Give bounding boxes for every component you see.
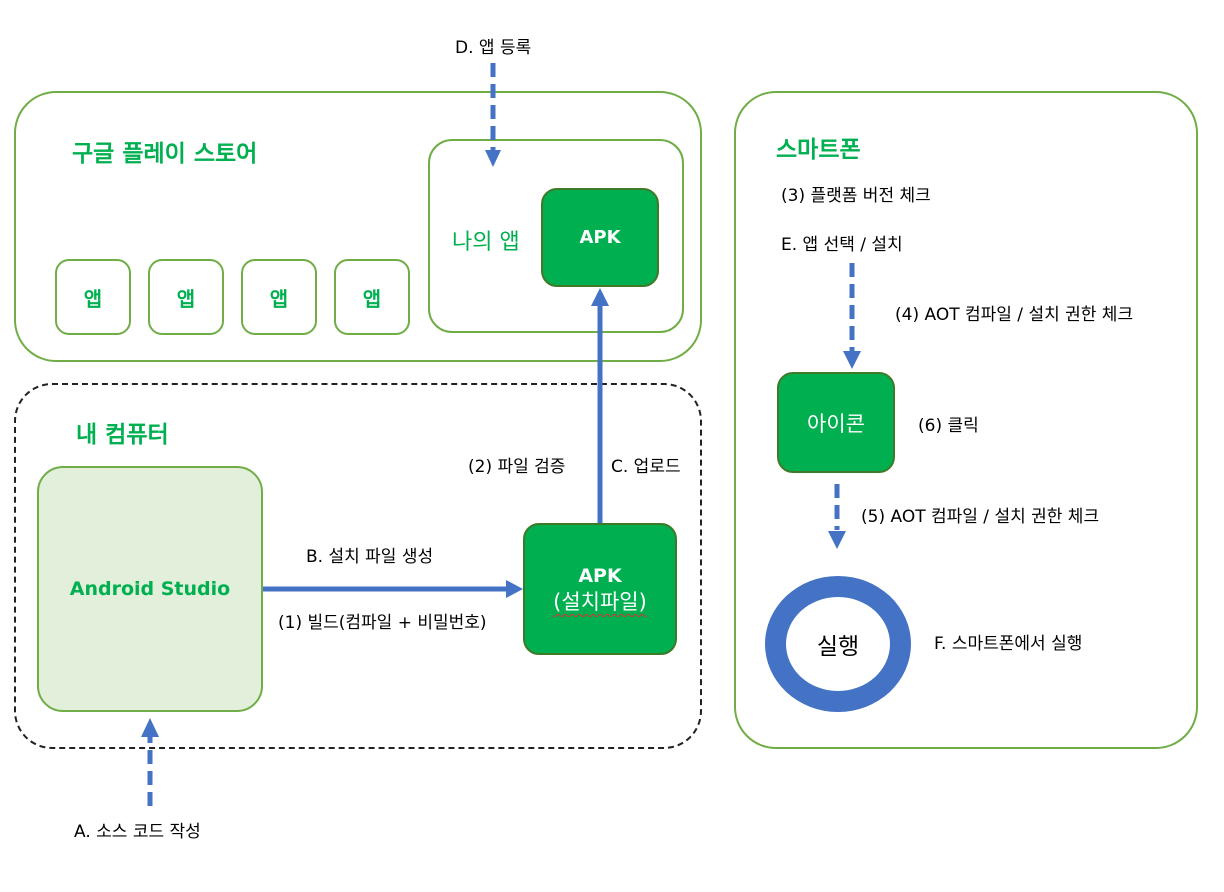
arrow-run: [828, 484, 846, 549]
arrow-build: [263, 580, 523, 598]
step-a-label: A. 소스 코드 작성: [74, 822, 201, 842]
my-computer-title: 내 컴퓨터: [76, 422, 169, 448]
step-platform-label: (3) 플랫폼 버전 체크: [781, 186, 931, 206]
android-studio-label: Android Studio: [69, 578, 231, 600]
arrow-install: [843, 263, 861, 369]
step-verify-label: (2) 파일 검증: [468, 457, 566, 477]
computer-apk-sublabel: (설치파일): [553, 590, 647, 614]
android-studio-box[interactable]: Android Studio: [37, 466, 263, 712]
store-app-4[interactable]: 앱: [334, 259, 410, 335]
app-icon-box[interactable]: 아이콘: [777, 372, 895, 473]
computer-apk-box[interactable]: APK (설치파일): [523, 523, 677, 655]
smartphone-title: 스마트폰: [776, 137, 861, 163]
computer-apk-label: APK: [578, 565, 622, 587]
store-apk-box[interactable]: APK: [541, 188, 659, 287]
arrow-source-code: [141, 718, 159, 806]
step-build-label: (1) 빌드(컴파일 + 비밀번호): [278, 613, 487, 633]
play-store-panel: [14, 91, 702, 362]
my-app-label: 나의 앱: [452, 230, 520, 255]
step-aot4-label: (4) AOT 컴파일 / 설치 권한 체크: [895, 305, 1134, 325]
play-store-title: 구글 플레이 스토어: [72, 141, 258, 167]
app-icon-label: 아이콘: [807, 411, 865, 436]
my-computer-panel: [14, 383, 702, 749]
store-app-3[interactable]: 앱: [241, 259, 317, 335]
smartphone-panel: [734, 91, 1198, 749]
my-app-panel: [428, 139, 684, 333]
step-e-label: E. 앱 선택 / 설치: [781, 235, 903, 255]
step-b-label: B. 설치 파일 생성: [306, 547, 434, 567]
step-click-label: (6) 클릭: [918, 416, 979, 436]
arrow-upload: [591, 288, 609, 523]
step-d-label: D. 앱 등록: [455, 38, 532, 58]
store-apk-label: APK: [579, 227, 621, 248]
run-label: 실행: [816, 634, 860, 660]
run-ring[interactable]: 실행: [765, 576, 911, 712]
store-app-1[interactable]: 앱: [55, 259, 131, 335]
arrow-register-app: [485, 63, 501, 167]
step-c-label: C. 업로드: [611, 457, 681, 477]
store-app-2[interactable]: 앱: [148, 259, 224, 335]
step-aot5-label: (5) AOT 컴파일 / 설치 권한 체크: [861, 507, 1100, 527]
step-f-label: F. 스마트폰에서 실행: [934, 634, 1083, 654]
